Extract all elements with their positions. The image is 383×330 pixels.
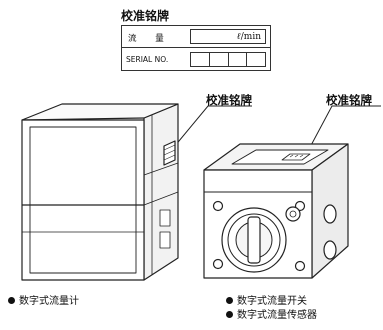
caption-flow-switch: 数字式流量开关 xyxy=(226,292,307,307)
flow-unit: ℓ/min xyxy=(237,31,261,42)
bullet-icon xyxy=(8,297,15,304)
caption-flow-sensor: 数字式流量传感器 xyxy=(226,306,317,321)
meter-nameplate-label: 校准铭牌 xyxy=(206,93,252,107)
serial-cells xyxy=(190,52,266,67)
flow-row: 流 量 ℓ/min xyxy=(122,26,270,48)
meter-leader-line xyxy=(173,105,252,148)
serial-cell xyxy=(210,53,229,66)
serial-cell xyxy=(191,53,210,66)
serial-label: SERIAL NO. xyxy=(126,55,169,64)
flow-label: 流 量 xyxy=(128,34,172,44)
caption-flow-meter-text: 数字式流量计 xyxy=(19,296,79,307)
flow-unit-l: ℓ xyxy=(236,32,241,42)
caption-flow-switch-text: 数字式流量开关 xyxy=(237,296,307,307)
flow-unit-rest: /min xyxy=(240,32,261,42)
caption-flow-sensor-text: 数字式流量传感器 xyxy=(237,310,317,321)
bullet-icon xyxy=(226,311,233,318)
nameplate-title: 校准铭牌 xyxy=(121,9,170,23)
digital-flow-meter-drawing xyxy=(21,103,179,281)
bullet-icon xyxy=(226,297,233,304)
flow-value-box: ℓ/min xyxy=(190,29,266,44)
calibration-nameplate: 流 量 ℓ/min SERIAL NO. xyxy=(121,25,271,71)
caption-flow-meter: 数字式流量计 xyxy=(8,292,79,307)
serial-cell xyxy=(229,53,248,66)
switch-nameplate-label: 校准铭牌 xyxy=(326,93,372,107)
digital-flow-switch-drawing xyxy=(203,143,349,279)
